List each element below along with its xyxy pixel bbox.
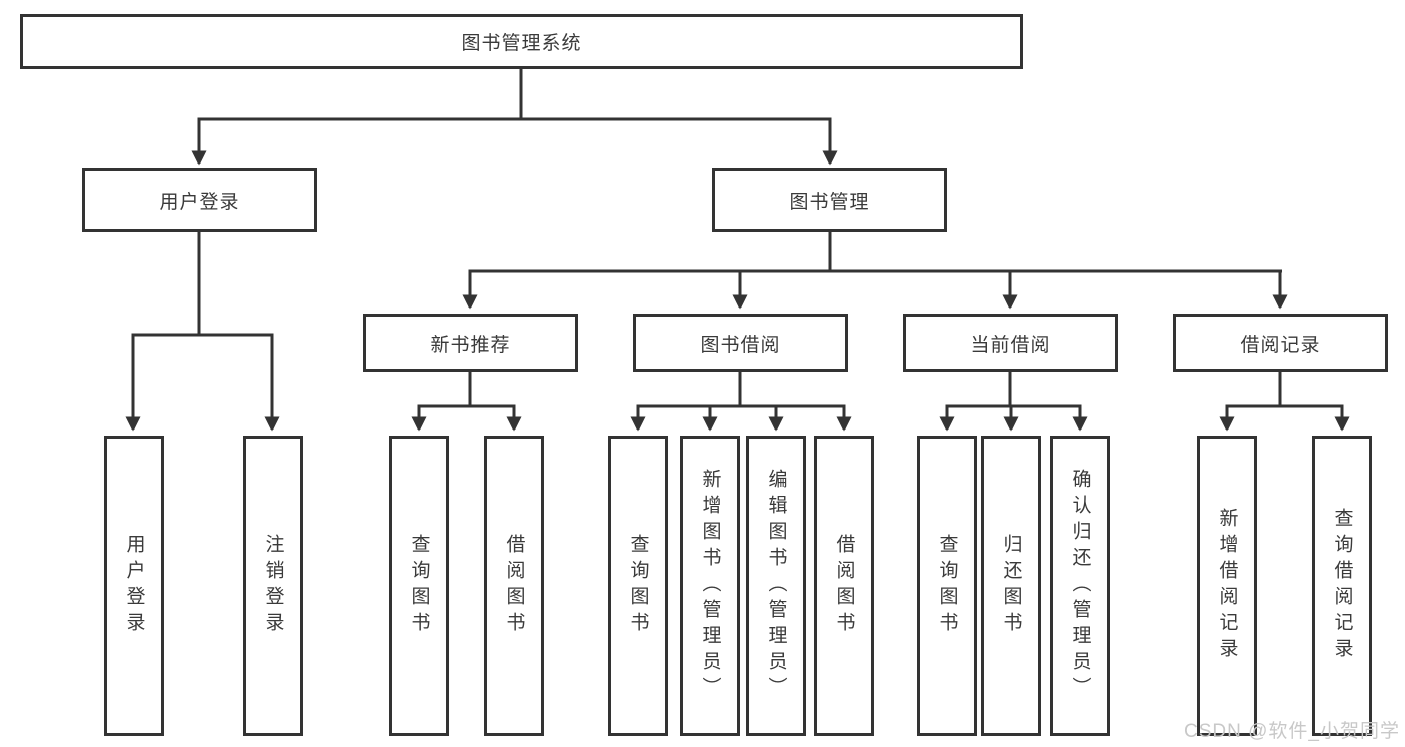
node-label: 注销登录 xyxy=(262,534,284,638)
node-label: 归还图书 xyxy=(1000,534,1022,638)
node-label: 用户登录 xyxy=(123,534,145,638)
node-query-books-leaf: 查询图书 xyxy=(608,436,668,736)
node-label: 借阅图书 xyxy=(833,534,855,638)
node-label: 查询图书 xyxy=(408,534,430,638)
node-label: 图书借阅 xyxy=(700,334,781,356)
node-label: 确认归还（管理员） xyxy=(1069,469,1091,703)
node-label: 编辑图书（管理员） xyxy=(765,469,787,703)
connector-group xyxy=(125,69,1350,432)
node-book-borrow: 图书借阅 xyxy=(633,314,848,372)
node-label: 新增借阅记录 xyxy=(1216,508,1238,664)
node-label: 查询图书 xyxy=(936,534,958,638)
node-label: 用户登录 xyxy=(159,191,240,213)
node-borrow-books-leaf: 借阅图书 xyxy=(814,436,874,736)
node-borrow-records: 借阅记录 xyxy=(1173,314,1388,372)
node-label: 新增图书（管理员） xyxy=(699,469,721,703)
node-label: 借阅记录 xyxy=(1240,334,1321,356)
node-label: 借阅图书 xyxy=(503,534,525,638)
node-label: 当前借阅 xyxy=(970,334,1051,356)
node-query-books-leaf: 查询图书 xyxy=(917,436,977,736)
node-user-login: 用户登录 xyxy=(82,168,317,232)
node-label: 查询借阅记录 xyxy=(1331,508,1353,664)
node-label: 新书推荐 xyxy=(430,334,511,356)
node-root: 图书管理系统 xyxy=(20,14,1023,69)
node-return-books-leaf: 归还图书 xyxy=(981,436,1041,736)
node-user-login-leaf: 用户登录 xyxy=(104,436,164,736)
node-current-borrow: 当前借阅 xyxy=(903,314,1118,372)
node-query-borrow-record-leaf: 查询借阅记录 xyxy=(1312,436,1372,736)
node-edit-books-admin-leaf: 编辑图书（管理员） xyxy=(746,436,806,736)
node-query-books-leaf: 查询图书 xyxy=(389,436,449,736)
node-borrow-books-leaf: 借阅图书 xyxy=(484,436,544,736)
node-add-books-admin-leaf: 新增图书（管理员） xyxy=(680,436,740,736)
node-logout-leaf: 注销登录 xyxy=(243,436,303,736)
node-new-book-recommend: 新书推荐 xyxy=(363,314,578,372)
node-book-management: 图书管理 xyxy=(712,168,947,232)
node-add-borrow-record-leaf: 新增借阅记录 xyxy=(1197,436,1257,736)
node-label: 查询图书 xyxy=(627,534,649,638)
csdn-watermark: CSDN @软件_小贺同学 xyxy=(1184,721,1400,742)
node-label: 图书管理 xyxy=(789,191,870,213)
node-label: 图书管理系统 xyxy=(461,33,582,54)
node-confirm-return-admin-leaf: 确认归还（管理员） xyxy=(1050,436,1110,736)
